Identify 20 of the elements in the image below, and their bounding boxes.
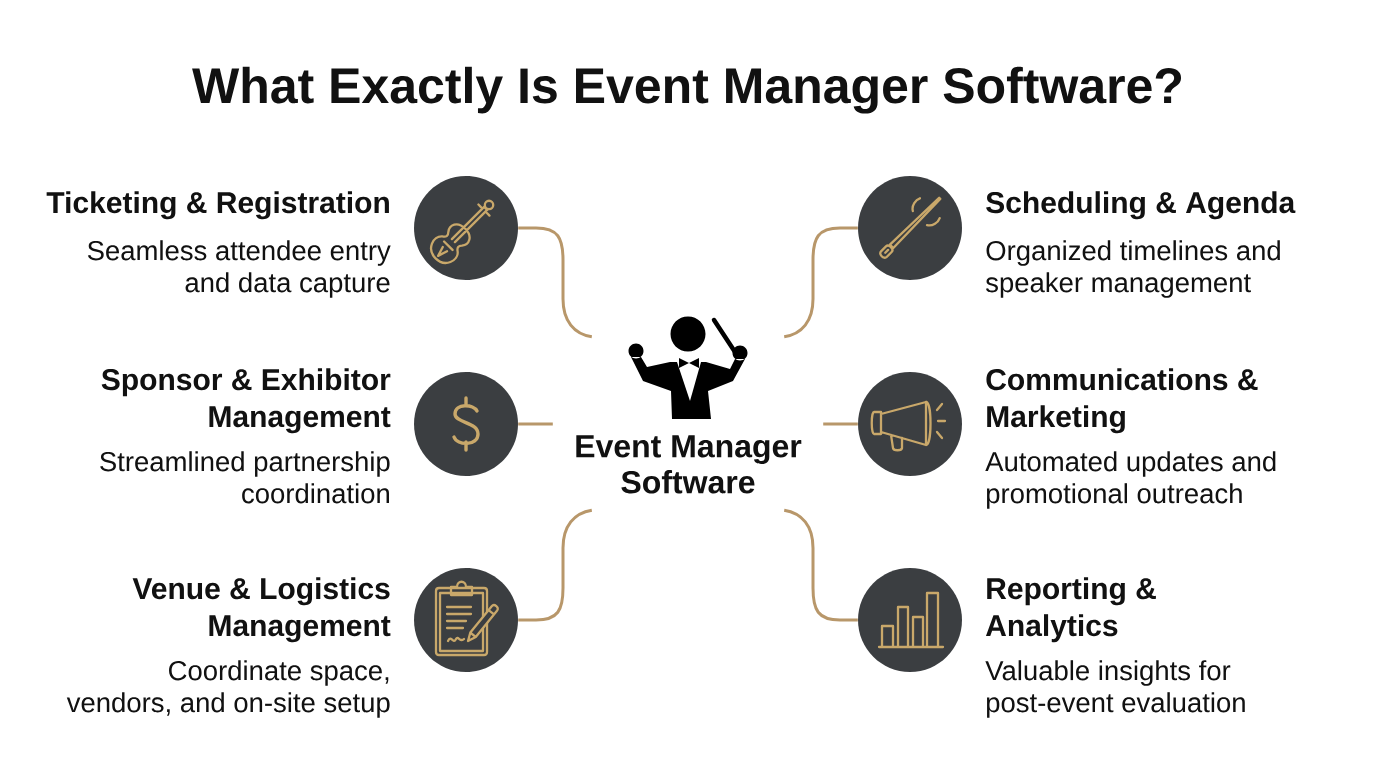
- connector-line: [518, 422, 553, 426]
- title: What Exactly Is Event Manager Software?: [192, 66, 1182, 114]
- feature-heading: Ticketing & Registration: [46, 191, 389, 220]
- feature-description: Coordinate space, vendors, and on-site setup: [66, 660, 390, 718]
- connector-line: [823, 422, 858, 426]
- connector-line: [518, 226, 593, 339]
- hub-label: Event Manager Software: [576, 435, 802, 494]
- feature-heading: Venue & Logistics Management: [132, 577, 391, 643]
- feature-description: Streamlined partnership coordination: [100, 451, 390, 504]
- connector-line: [783, 226, 858, 339]
- feature-heading: Scheduling & Agenda: [986, 191, 1296, 220]
- feature-heading: Reporting & Analytics: [985, 577, 1156, 643]
- feature-description: Automated updates and promotional outreach: [985, 451, 1276, 509]
- feature-description: Seamless attendee entry and data capture: [87, 240, 391, 298]
- feature-description: Valuable insights for post-event evaluation: [985, 660, 1245, 718]
- feature-heading: Communications & Marketing: [986, 368, 1258, 434]
- connector-line: [518, 508, 593, 622]
- feature-heading: Sponsor & Exhibitor Management: [101, 368, 391, 434]
- feature-description: Organized timelines and speaker management: [986, 240, 1280, 298]
- connector-line: [783, 508, 858, 622]
